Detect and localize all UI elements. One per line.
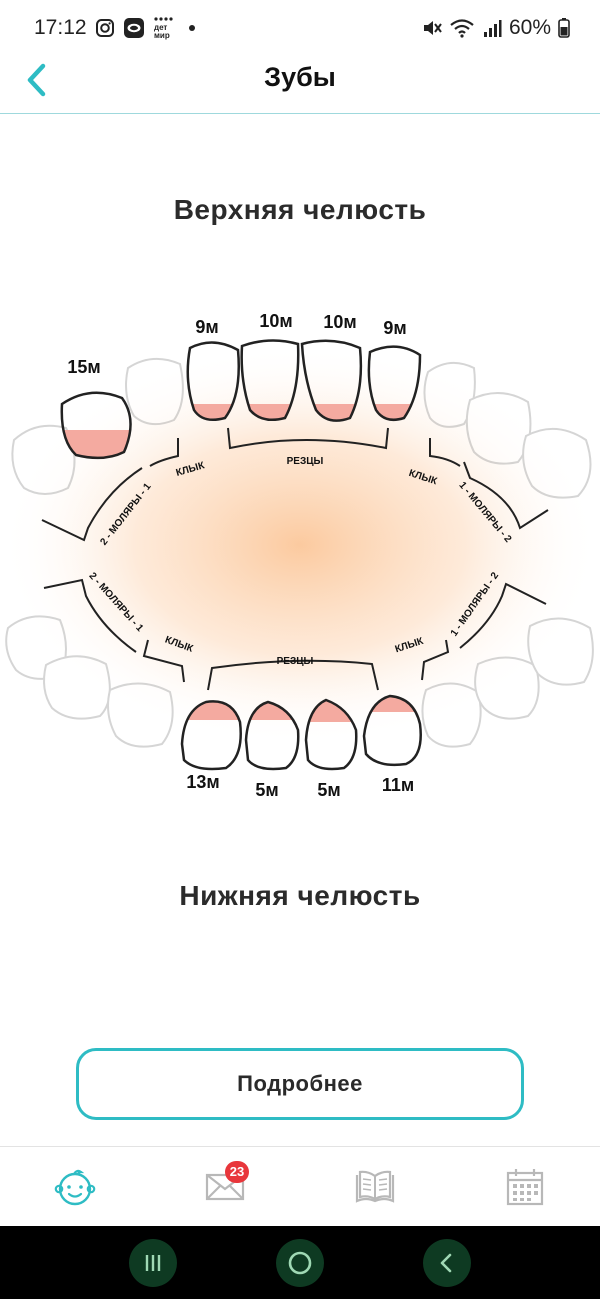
signal-icon <box>482 18 502 38</box>
bottom-nav: 23 <box>0 1146 600 1226</box>
group-brackets <box>41 427 549 691</box>
upper-incisor-tooth-1 <box>186 341 240 421</box>
mail-badge: 23 <box>225 1160 249 1183</box>
system-nav-bar <box>0 1226 600 1299</box>
back-button[interactable] <box>14 58 58 102</box>
lower-tooth-age-2: 5м <box>255 780 278 800</box>
faded-teeth <box>5 357 594 748</box>
chevron-left-icon <box>27 63 46 97</box>
lower-jaw-title: Нижняя челюсть <box>179 880 421 911</box>
status-bar: 17:12 дет мир 60% <box>0 0 600 56</box>
dot-icon <box>187 23 197 33</box>
page-title: Зубы <box>264 62 336 92</box>
nav-calendar[interactable] <box>495 1157 555 1217</box>
app-icon <box>123 17 145 39</box>
upper-molar-tooth <box>60 391 132 460</box>
calendar-icon <box>506 1168 544 1205</box>
home-icon <box>288 1251 312 1274</box>
teeth-diagram: 15м 9м 10м 10м 9м 2 - МОЛЯРЫ - 1 КЛЫК РЕ… <box>0 311 600 800</box>
instagram-icon <box>95 18 115 38</box>
nav-book[interactable] <box>345 1157 405 1217</box>
upper-tooth-age-2: 9м <box>195 317 218 337</box>
system-back-button[interactable] <box>422 1238 471 1287</box>
detmir-icon: дет мир <box>153 16 179 40</box>
upper-jaw-title: Верхняя челюсть <box>173 194 427 225</box>
book-icon <box>355 1170 395 1203</box>
recent-apps-button[interactable] <box>129 1238 178 1287</box>
upper-tooth-age-4: 10м <box>323 312 356 332</box>
wifi-icon <box>449 18 475 38</box>
lower-tooth-age-3: 5м <box>317 780 340 800</box>
detmir-line-2: мир <box>154 31 170 40</box>
upper-teeth <box>60 339 422 460</box>
upper-tooth-age-5: 9м <box>383 318 406 338</box>
lower-tooth-age-1: 13м <box>186 772 219 792</box>
status-left: 17:12 дет мир <box>34 16 197 40</box>
upper-incisor-tooth-2 <box>240 339 300 421</box>
top-bar: Зубы <box>0 56 600 114</box>
upper-tooth-age-3: 10м <box>259 311 292 331</box>
back-arrow-icon <box>440 1253 451 1272</box>
status-time: 17:12 <box>34 16 87 39</box>
upper-group-incisors: РЕЗЦЫ <box>287 456 324 467</box>
lower-tooth-age-4: 11м <box>382 775 414 795</box>
battery-icon <box>558 18 570 38</box>
lower-incisor-tooth-1 <box>180 700 242 771</box>
battery-percent: 60% <box>508 16 551 39</box>
detmir-line-1: дет <box>154 23 167 32</box>
recent-apps-icon <box>146 1254 161 1271</box>
baby-face-icon <box>54 1169 96 1205</box>
more-button[interactable]: Подробнее <box>76 1048 524 1120</box>
home-button[interactable] <box>275 1238 324 1287</box>
mouth-glow <box>0 345 600 745</box>
status-right: 60% <box>422 16 570 40</box>
upper-tooth-age-1: 15м <box>67 357 100 377</box>
mute-icon <box>422 18 442 38</box>
lower-group-incisors: РЕЗЦЫ <box>277 656 314 667</box>
nav-baby[interactable] <box>45 1157 105 1217</box>
nav-mail[interactable]: 23 <box>195 1157 255 1217</box>
